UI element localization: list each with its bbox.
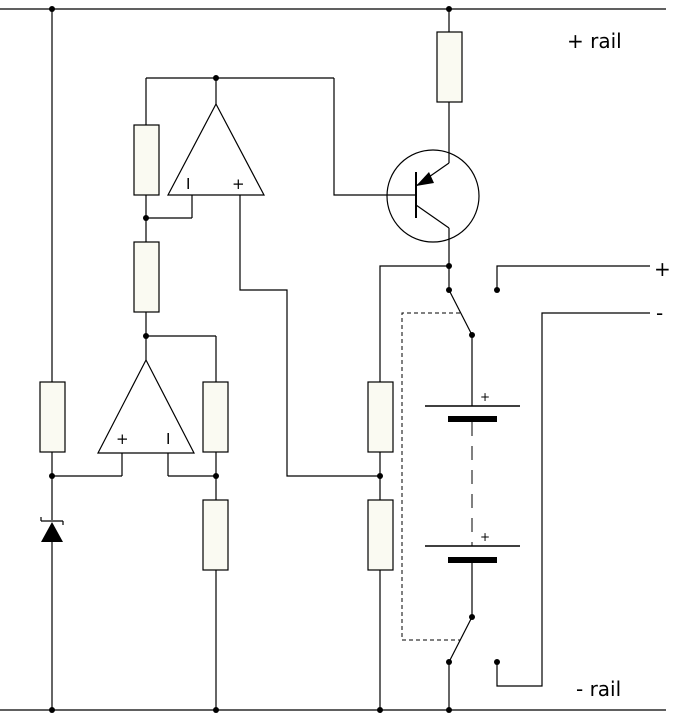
resistor-r7 bbox=[202, 499, 229, 571]
output-plus-label: + bbox=[654, 257, 671, 281]
opamp-upper-noninv-label: + bbox=[232, 175, 245, 193]
collector-divider-wire bbox=[379, 265, 449, 382]
resistor-r3 bbox=[133, 241, 160, 313]
resistor-r5 bbox=[367, 499, 394, 571]
opamp-lower-noninv-label: + bbox=[116, 430, 129, 448]
zener-diode bbox=[40, 517, 64, 542]
switch-upper bbox=[448, 289, 473, 336]
output-minus-label: - bbox=[656, 301, 663, 325]
battery-cell-bottom bbox=[425, 545, 520, 563]
battery-bottom-polarity: + bbox=[480, 530, 490, 544]
base-drive-wire bbox=[333, 78, 386, 196]
opamp-upper-inv-label: I bbox=[186, 175, 190, 193]
resistor-r4 bbox=[367, 381, 394, 453]
switch-linkage bbox=[401, 312, 460, 641]
opamp-lower-inv-label: I bbox=[166, 430, 170, 448]
pnp-transistor bbox=[386, 149, 480, 243]
junction-dots bbox=[49, 6, 500, 713]
resistor-emitter bbox=[436, 31, 463, 103]
opamp-lower bbox=[97, 358, 195, 454]
resistor-r2 bbox=[133, 124, 160, 196]
plus-rail-label: + rail bbox=[567, 29, 622, 53]
opamp-upper bbox=[167, 102, 265, 196]
resistor-r1 bbox=[39, 381, 66, 453]
resistor-r6 bbox=[202, 381, 229, 453]
sense-wire bbox=[239, 195, 380, 477]
minus-rail-label: - rail bbox=[576, 677, 621, 701]
battery-cell-top bbox=[425, 405, 520, 422]
battery-top-polarity: + bbox=[480, 390, 490, 404]
output-plus-wire bbox=[496, 265, 650, 290]
switch-lower bbox=[448, 616, 473, 663]
output-minus-wire bbox=[496, 312, 650, 687]
